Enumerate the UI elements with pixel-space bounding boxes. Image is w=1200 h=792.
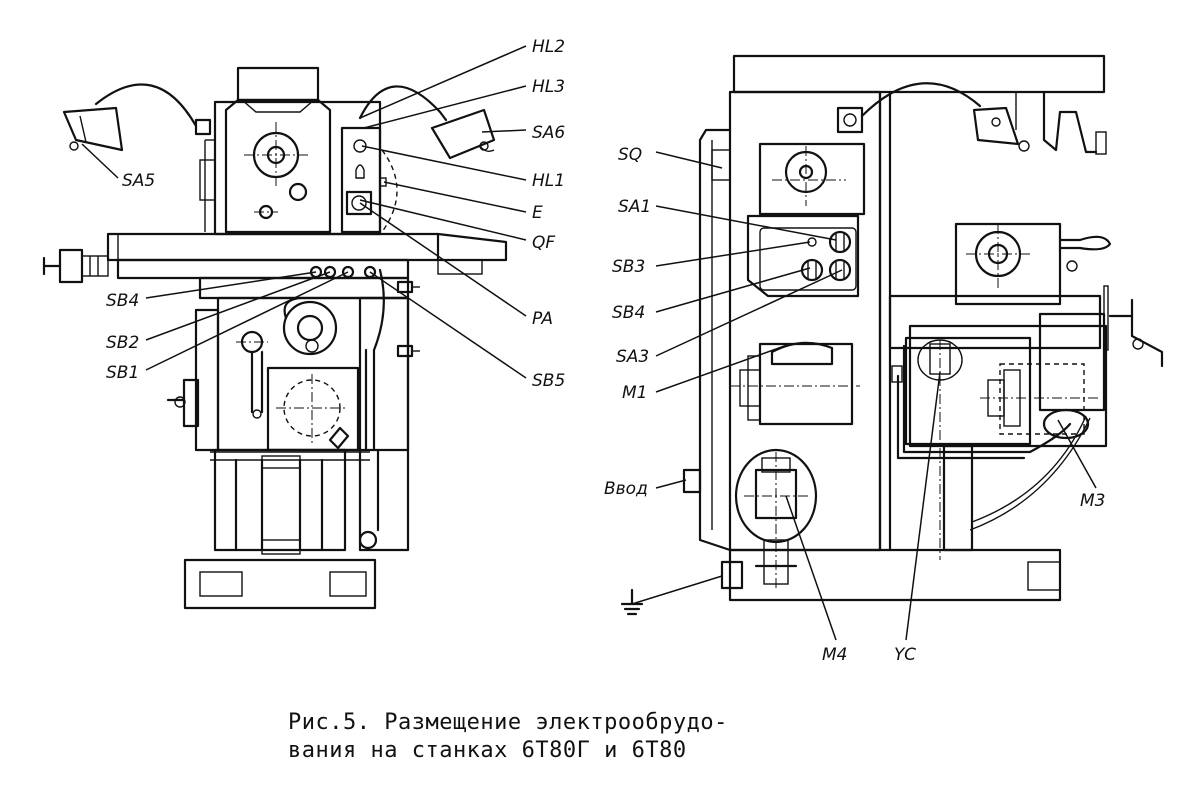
- side-view-machine: [620, 54, 1164, 616]
- label-vvod: Ввод: [604, 479, 648, 499]
- label-sb2: SB2: [106, 333, 139, 353]
- side-view-labels: SQ SA1 SB3 SB4 SA3 M1 Ввод M3 M4 YC: [604, 145, 1105, 665]
- label-qf: QF: [532, 233, 555, 253]
- label-sa1: SA1: [618, 197, 651, 217]
- label-sa3: SA3: [616, 347, 649, 367]
- label-sb1: SB1: [106, 363, 139, 383]
- label-m3: M3: [1080, 491, 1105, 511]
- label-sb4-front: SB4: [106, 291, 139, 311]
- label-yc: YC: [894, 645, 916, 665]
- label-sa6: SA6: [532, 123, 565, 143]
- label-m4: M4: [822, 645, 847, 665]
- side-view-leaders: [655, 151, 1097, 641]
- label-pa: PA: [532, 309, 553, 329]
- label-hl1: HL1: [532, 171, 565, 191]
- label-m1: M1: [622, 383, 647, 403]
- front-view-labels: HL2 HL3 SA6 SA5 HL1 E QF PA SB4 SB2 SB1 …: [106, 37, 565, 391]
- label-sq: SQ: [618, 145, 642, 165]
- figure-caption-line-1: Рис.5. Размещение электрообрудо-: [288, 710, 728, 735]
- label-sb5: SB5: [532, 371, 565, 391]
- label-hl3: HL3: [532, 77, 565, 97]
- label-e: E: [532, 203, 543, 223]
- figure-caption-line-2: вания на станках 6Т80Г и 6Т80: [288, 738, 687, 763]
- front-view-leaders: [81, 45, 527, 379]
- label-sb4-side: SB4: [612, 303, 645, 323]
- label-sa5: SA5: [122, 171, 155, 191]
- front-view-machine: [42, 66, 508, 610]
- label-hl2: HL2: [532, 37, 565, 57]
- label-sb3: SB3: [612, 257, 645, 277]
